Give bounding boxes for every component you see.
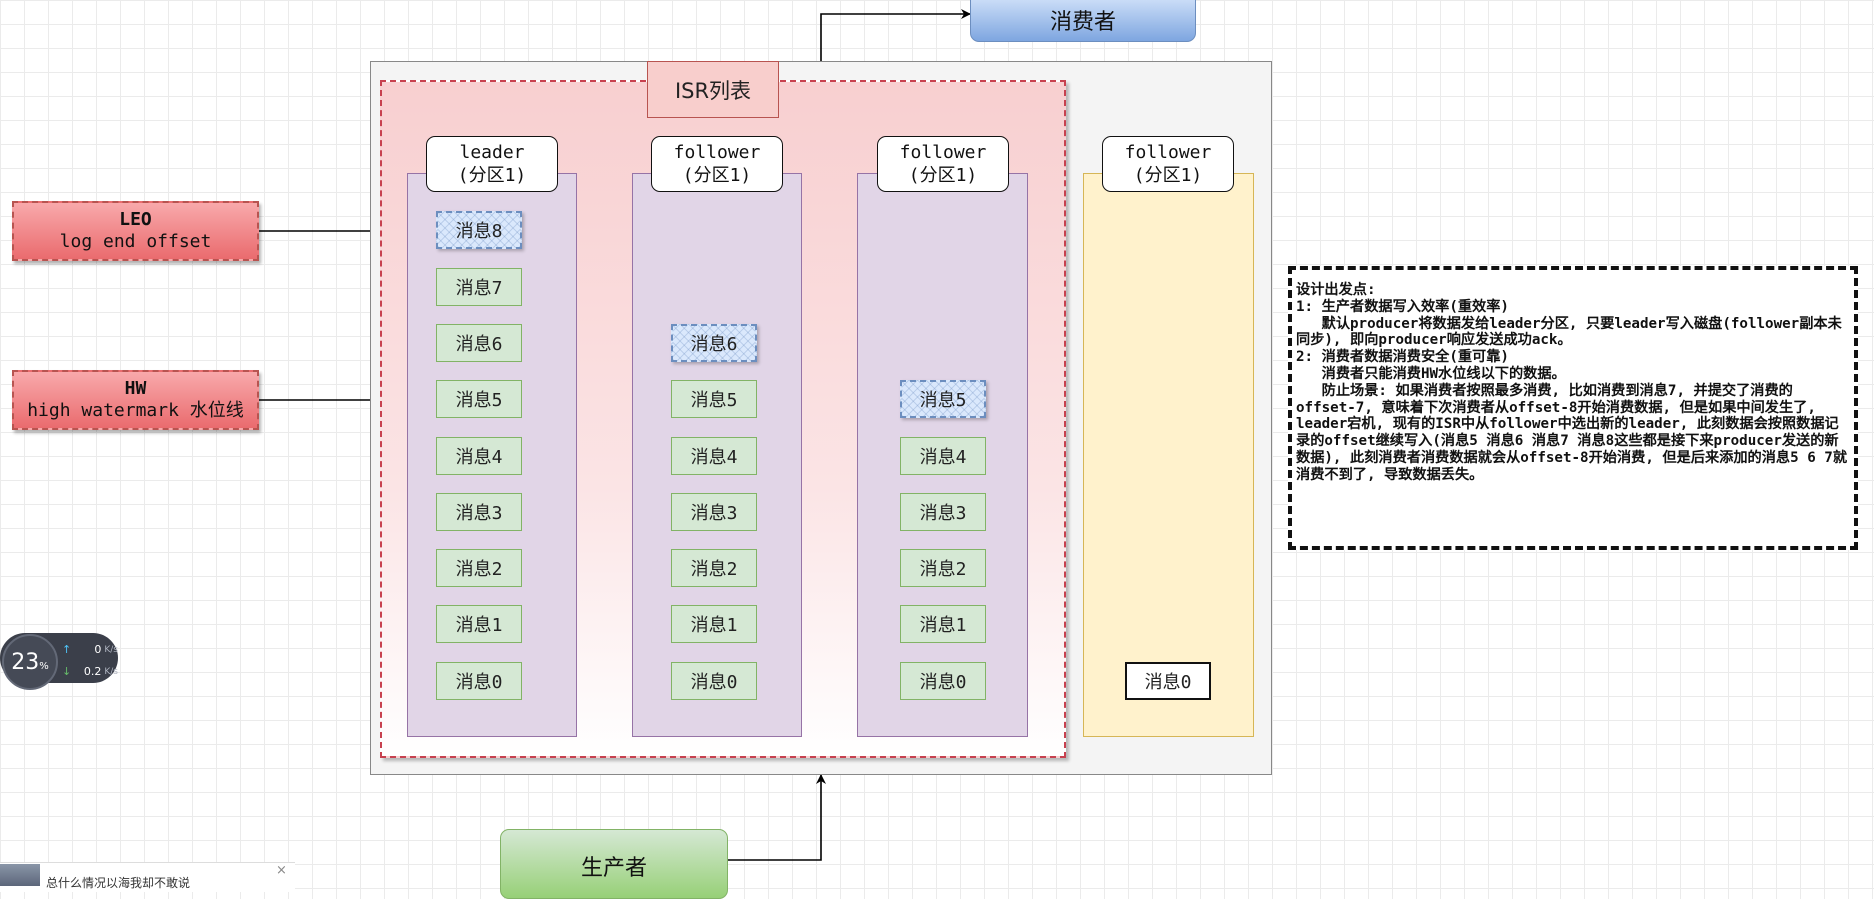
follower3-message-0: 消息0 (1125, 662, 1211, 700)
leader-message-5: 消息5 (436, 380, 522, 418)
note-line: 1: 生产者数据写入效率(重效率) (1296, 298, 1509, 315)
header-partition: (分区1) (457, 165, 527, 186)
leader-message-6: 消息6 (436, 324, 522, 362)
producer-arrow (728, 774, 826, 861)
download-arrow-icon: ↓ (62, 665, 72, 678)
media-thumbnail[interactable] (0, 864, 40, 886)
isr-title: ISR列表 (647, 61, 779, 118)
download-value: 0.2 (83, 665, 102, 678)
follower2-message-5: 消息5 (900, 380, 986, 418)
media-title[interactable]: 总什么情况以海我却不敢说 (46, 876, 191, 890)
upload-arrow-icon: ↑ (62, 643, 72, 656)
follower2-message-0: 消息0 (900, 662, 986, 700)
note-line: 消费者只能消费HW水位线以下的数据。 (1296, 365, 1566, 382)
leader-header: leader (分区1) (426, 136, 558, 192)
follower-header-2: follower (分区1) (877, 136, 1009, 192)
follower2-message-2: 消息2 (900, 549, 986, 587)
note-line: 防止场景: 如果消费者按照最多消费, 比如消费到消息7, 并提交了消费的offs… (1296, 382, 1848, 483)
header-role: follower (899, 142, 987, 163)
consumer-arrow (820, 9, 971, 61)
header-partition: (分区1) (908, 165, 978, 186)
follower-header-1: follower (分区1) (651, 136, 783, 192)
follower-column-out-of-sync (1083, 173, 1254, 737)
leader-message-3: 消息3 (436, 493, 522, 531)
header-role: follower (673, 142, 761, 163)
cpu-percent-unit: % (39, 660, 49, 672)
note-line: 默认producer将数据发给leader分区, 只要leader写入磁盘(fo… (1296, 315, 1842, 349)
cpu-dial: 23% (2, 634, 58, 690)
upload-unit: K/s (104, 644, 118, 655)
leo-subtitle: log end offset (59, 231, 212, 252)
follower1-message-3: 消息3 (671, 493, 757, 531)
upload-value: 0 (94, 643, 102, 656)
follower1-message-2: 消息2 (671, 549, 757, 587)
note-line: 2: 消费者数据消费安全(重可靠) (1296, 349, 1509, 366)
follower1-message-5: 消息5 (671, 380, 757, 418)
hw-label: HW high watermark 水位线 (12, 370, 259, 430)
producer-node: 生产者 (500, 829, 728, 899)
follower2-message-4: 消息4 (900, 437, 986, 475)
follower-header-3: follower (分区1) (1102, 136, 1234, 192)
follower2-message-1: 消息1 (900, 605, 986, 643)
note-line: 设计出发点: (1296, 282, 1376, 298)
leader-message-1: 消息1 (436, 605, 522, 643)
leo-title: LEO (119, 209, 152, 230)
follower1-message-6: 消息6 (671, 324, 757, 362)
header-role: follower (1124, 142, 1212, 163)
download-unit: K/s (104, 666, 118, 677)
consumer-node: 消费者 (970, 0, 1196, 42)
leo-label: LEO log end offset (12, 201, 259, 261)
leader-message-0: 消息0 (436, 662, 522, 700)
upload-speed: ↑ 0 K/s (62, 643, 118, 656)
close-icon[interactable]: × (276, 863, 287, 878)
leader-message-7: 消息7 (436, 268, 522, 306)
follower2-message-3: 消息3 (900, 493, 986, 531)
leader-message-2: 消息2 (436, 549, 522, 587)
cpu-percent: 23 (11, 649, 40, 675)
header-role: leader (459, 142, 525, 163)
follower1-message-4: 消息4 (671, 437, 757, 475)
leader-message-4: 消息4 (436, 437, 522, 475)
hw-title: HW (124, 378, 147, 399)
design-note: 设计出发点: 1: 生产者数据写入效率(重效率) 默认producer将数据发给… (1288, 266, 1858, 550)
leader-message-8: 消息8 (436, 211, 522, 249)
header-partition: (分区1) (682, 165, 752, 186)
header-partition: (分区1) (1133, 165, 1203, 186)
hw-subtitle: high watermark 水位线 (27, 400, 244, 421)
follower1-message-0: 消息0 (671, 662, 757, 700)
download-speed: ↓ 0.2 K/s (62, 665, 118, 678)
follower1-message-1: 消息1 (671, 605, 757, 643)
